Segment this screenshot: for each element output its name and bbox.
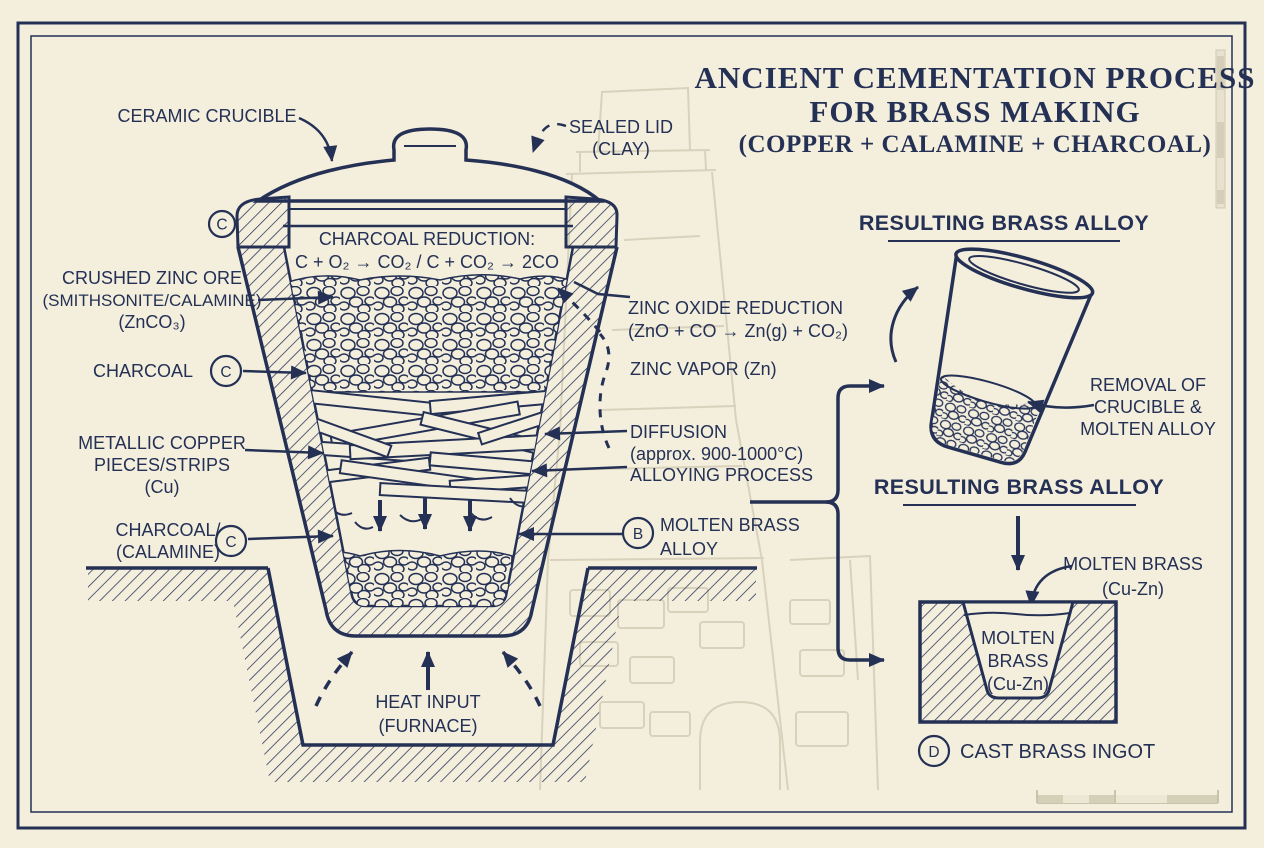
mold-cavity (961, 600, 1075, 700)
result-top: RESULTING BRASS ALLOY REMOVAL OF CRUCIBL… (859, 211, 1216, 467)
flow-bracket (750, 379, 885, 667)
label-copper-2: PIECES/STRIPS (94, 455, 230, 475)
label-diffusion-1: DIFFUSION (630, 422, 727, 442)
arrow-calamine (247, 529, 334, 544)
frame-inner (30, 35, 1233, 813)
heat-input-label-1: HEAT INPUT (375, 692, 480, 712)
marker-circle-charcoal (209, 354, 243, 388)
rim-block-left (235, 195, 291, 249)
arrow-removal (1027, 399, 1095, 414)
tilted-crucible-rim-inner (968, 254, 1080, 294)
side-ruler (1215, 49, 1226, 209)
label-charcoal-calamine-2: (CALAMINE) (116, 542, 220, 562)
label-ceramic-crucible: CERAMIC CRUCIBLE (117, 106, 296, 126)
heat-arrow-right (501, 650, 542, 707)
label-alloying: ALLOYING PROCESS (630, 465, 813, 485)
zinc-ore-charcoal-layer (284, 274, 573, 393)
label-diffusion-2: (approx. 900-1000°C) (630, 444, 803, 464)
label-molten-alloy-1: MOLTEN BRASS (660, 515, 800, 535)
label-charcoal: CHARCOAL (93, 361, 193, 381)
label-molten-brass-1: MOLTEN BRASS (1063, 554, 1203, 574)
marker-letter-b: B (633, 526, 643, 543)
mold-liquid-line (963, 611, 1071, 617)
label-sealed-lid-2: (CLAY) (592, 139, 650, 159)
charcoal-reduction-title: CHARCOAL REDUCTION: (319, 229, 535, 249)
arrow-ceramic-crucible (298, 116, 338, 162)
arrow-copper (244, 445, 324, 460)
tilted-crucible-rim (954, 247, 1095, 300)
marker-circle-d (917, 734, 951, 768)
label-sealed-lid-1: SEALED LID (569, 117, 673, 137)
charcoal-reduction-formula: C + O₂ → CO₂ / C + CO₂ → 2CO (295, 252, 559, 272)
label-charcoal-calamine-1: CHARCOAL/ (115, 520, 220, 540)
label-molten-alloy-2: ALLOY (660, 539, 718, 559)
crucible-contents (284, 274, 573, 606)
scale-bar (1036, 790, 1219, 804)
ground-hatching (88, 568, 756, 782)
marker-letter-d: D (928, 744, 939, 761)
heat-input-label-2: (FURNACE) (379, 716, 478, 736)
title-block: ANCIENT CEMENTATION PROCESS FOR BRASS MA… (695, 60, 1256, 158)
mold-text-3: (Cu-Zn) (987, 674, 1049, 694)
label-zinc-vapor: ZINC VAPOR (Zn) (630, 359, 777, 379)
title-line3: (COPPER + CALAMINE + CHARCOAL) (739, 131, 1212, 158)
arrow-diffusion (544, 426, 628, 441)
tilt-arrow (889, 285, 919, 363)
copper-strips-layer (298, 387, 572, 504)
title-line1: ANCIENT CEMENTATION PROCESS (695, 60, 1256, 95)
label-zinc-ore-2: (SMITHSONITE/CALAMINE) (42, 291, 261, 310)
sealed-lid-group: SEALED LID (CLAY) (531, 117, 673, 159)
title-line2: FOR BRASS MAKING (809, 94, 1140, 129)
marker-letter-calamine: C (225, 534, 236, 551)
arrow-alloying (531, 463, 628, 478)
zinc-vapor-arrow (556, 286, 602, 333)
label-removal-3: MOLTEN ALLOY (1080, 419, 1216, 439)
marker-circle-c-top (207, 209, 237, 239)
leader-zinc-oxide (573, 280, 631, 299)
result-heading-bottom: RESULTING BRASS ALLOY (874, 475, 1164, 499)
vapor-curls (329, 497, 531, 530)
pit-outline (266, 567, 590, 747)
frame-outer (16, 21, 1247, 830)
label-removal-1: REMOVAL OF (1090, 375, 1206, 395)
marker-letter-c-top: C (216, 217, 227, 234)
label-molten-brass-2: (Cu-Zn) (1102, 579, 1164, 599)
arrow-zinc-ore (257, 290, 334, 305)
lid-dome (252, 127, 605, 203)
marker-circle-b (621, 516, 655, 550)
tilted-crucible (923, 247, 1095, 467)
rim-block-right (564, 195, 619, 249)
zinc-vapor-squiggle (598, 332, 611, 449)
label-copper-3: (Cu) (145, 477, 180, 497)
label-copper-1: METALLIC COPPER (78, 433, 246, 453)
label-zinc-oxide-2: (ZnO + CO → Zn(g) + CO₂) (628, 321, 848, 341)
label-zinc-ore-3: (ZnCO₃) (118, 312, 185, 332)
ingot-mold: MOLTEN BRASS (Cu-Zn) (918, 600, 1118, 724)
marker-letter-charcoal: C (220, 364, 231, 381)
right-labels: ZINC OXIDE REDUCTION (ZnO + CO → Zn(g) +… (518, 280, 848, 559)
result-heading-top: RESULTING BRASS ALLOY (859, 211, 1149, 235)
result-bottom: RESULTING BRASS ALLOY MOLTEN BRASS (Cu-Z… (874, 475, 1203, 768)
marker-circle-calamine (214, 524, 248, 558)
crucible-outer-wall (236, 246, 619, 638)
arrow-sealed-lid (531, 123, 567, 153)
heat-input-group: HEAT INPUT (FURNACE) (314, 650, 542, 736)
label-zinc-ore-1: CRUSHED ZINC ORE (62, 268, 242, 288)
mold-text-2: BRASS (987, 651, 1048, 671)
settling-arrows (373, 498, 477, 532)
mold-text-1: MOLTEN (981, 628, 1055, 648)
label-zinc-oxide-1: ZINC OXIDE REDUCTION (628, 298, 843, 318)
heat-arrow-left (314, 650, 354, 707)
left-labels: CERAMIC CRUCIBLE C CRUSHED ZINC ORE (SMI… (42, 106, 338, 562)
arrow-charcoal (242, 365, 307, 380)
label-cast-ingot: CAST BRASS INGOT (960, 741, 1155, 763)
label-removal-2: CRUCIBLE & (1094, 397, 1202, 417)
furnace-pit (86, 566, 757, 782)
